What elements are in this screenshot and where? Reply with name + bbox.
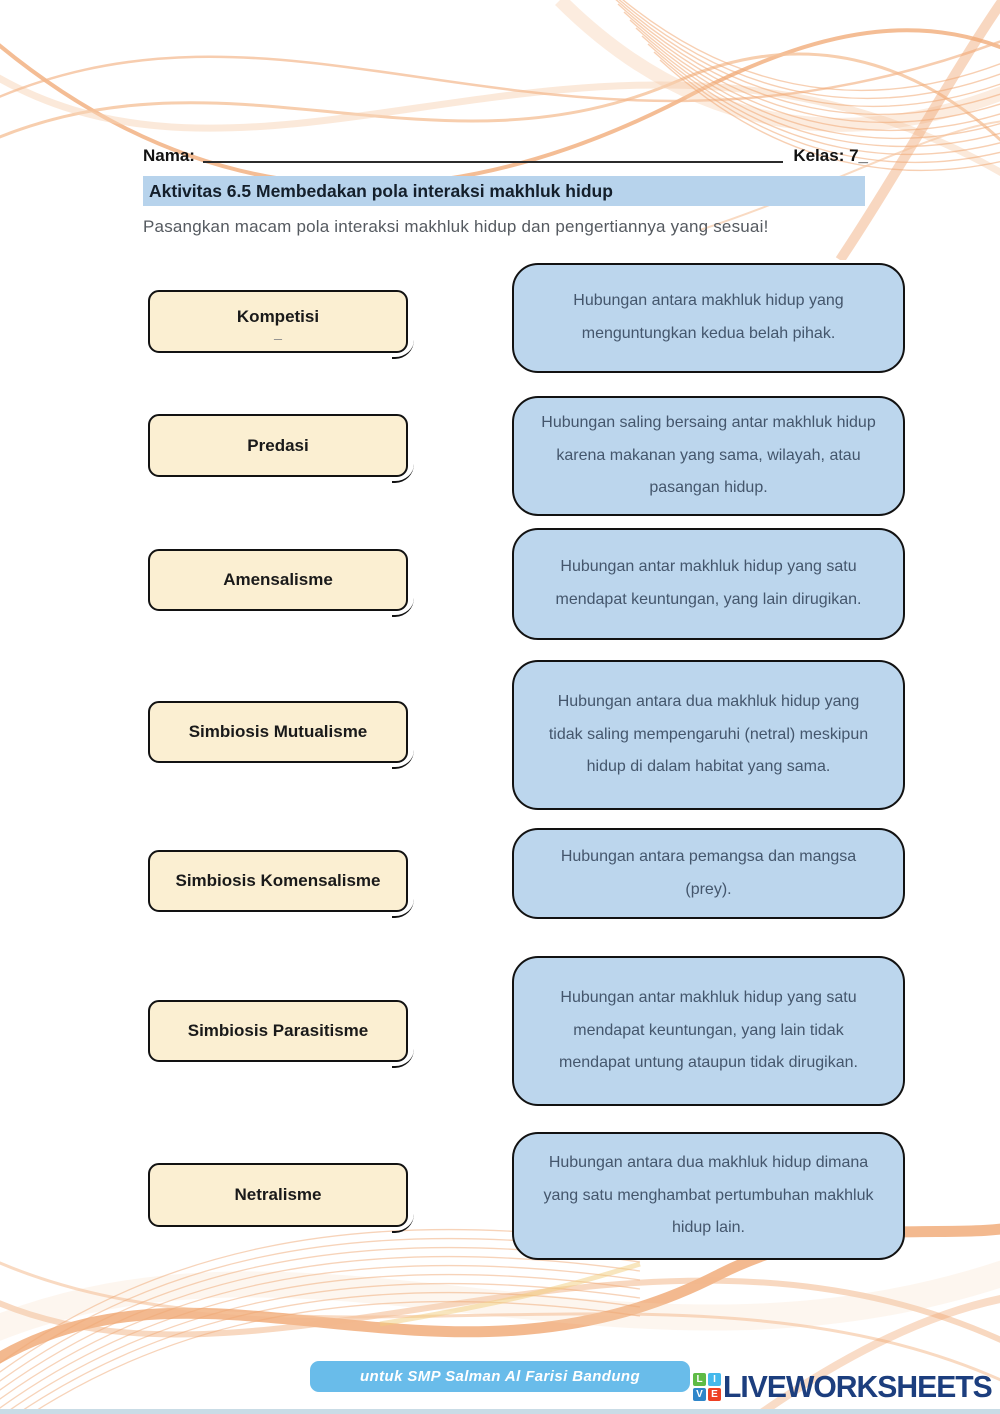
instruction-text: Pasangkan macam pola interaksi makhluk h… bbox=[143, 217, 769, 236]
term-label: Kompetisi bbox=[236, 306, 320, 326]
term-box-amensalisme[interactable]: Amensalisme bbox=[148, 549, 414, 617]
term-box-simbiosis-mutualisme[interactable]: Simbiosis Mutualisme bbox=[148, 701, 414, 769]
term-label: Predasi bbox=[247, 435, 309, 455]
term-label: Netralisme bbox=[234, 1185, 322, 1204]
definition-box-2[interactable]: Hubungan saling bersaing antar makhluk h… bbox=[512, 396, 905, 516]
term-answer-blank[interactable]: _ bbox=[274, 323, 282, 340]
logo-letter-e: E bbox=[708, 1388, 721, 1401]
class-label: Kelas: 7_ bbox=[793, 146, 868, 165]
name-blank-field[interactable] bbox=[202, 143, 784, 163]
definition-text: Hubungan antar makhluk hidup yang satu m… bbox=[559, 988, 858, 1072]
term-box-netralisme[interactable]: Netralisme bbox=[148, 1163, 414, 1233]
definition-text: Hubungan antara dua makhluk hidup dimana… bbox=[543, 1153, 874, 1237]
logo-letter-i: I bbox=[708, 1373, 721, 1386]
logo-letter-v: V bbox=[693, 1388, 706, 1401]
definition-box-6[interactable]: Hubungan antar makhluk hidup yang satu m… bbox=[512, 956, 905, 1106]
term-box-simbiosis-parasitisme[interactable]: Simbiosis Parasitisme bbox=[148, 1000, 414, 1068]
name-label: Nama: bbox=[143, 146, 195, 165]
term-label: Amensalisme bbox=[223, 570, 333, 589]
definition-box-5[interactable]: Hubungan antara pemangsa dan mangsa (pre… bbox=[512, 828, 905, 919]
activity-title-bar: Aktivitas 6.5 Membedakan pola interaksi … bbox=[143, 176, 865, 206]
definition-box-7[interactable]: Hubungan antara dua makhluk hidup dimana… bbox=[512, 1132, 905, 1260]
definition-text: Hubungan antara dua makhluk hidup yang t… bbox=[548, 692, 869, 776]
school-badge: untuk SMP Salman Al Farisi Bandung bbox=[310, 1361, 690, 1392]
term-label: Simbiosis Parasitisme bbox=[187, 1021, 369, 1040]
activity-title: Aktivitas 6.5 Membedakan pola interaksi … bbox=[149, 180, 613, 201]
definition-text: Hubungan antar makhluk hidup yang satu m… bbox=[555, 558, 862, 608]
definition-box-3[interactable]: Hubungan antar makhluk hidup yang satu m… bbox=[512, 528, 905, 640]
school-badge-text: untuk SMP Salman Al Farisi Bandung bbox=[359, 1368, 641, 1385]
definition-text: Hubungan antara makhluk hidup yang mengu… bbox=[573, 292, 844, 342]
definition-box-1[interactable]: Hubungan antara makhluk hidup yang mengu… bbox=[512, 263, 905, 373]
term-box-kompetisi[interactable]: Kompetisi _ bbox=[148, 290, 414, 359]
definition-text: Hubungan saling bersaing antar makhluk h… bbox=[541, 413, 876, 497]
definition-box-4[interactable]: Hubungan antara dua makhluk hidup yang t… bbox=[512, 660, 905, 810]
name-class-row: Nama: Kelas: 7_ bbox=[143, 143, 868, 166]
definition-text: Hubungan antara pemangsa dan mangsa (pre… bbox=[560, 847, 857, 898]
term-box-predasi[interactable]: Predasi bbox=[148, 414, 414, 483]
logo-letter-l: L bbox=[693, 1373, 706, 1386]
bottom-edge-strip bbox=[0, 1409, 1000, 1414]
liveworksheets-logo[interactable]: L I V E LIVEWORKSHEETS bbox=[693, 1369, 1000, 1405]
liveworksheets-icon: L I V E bbox=[693, 1373, 721, 1401]
term-box-simbiosis-komensalisme[interactable]: Simbiosis Komensalisme bbox=[148, 850, 414, 918]
term-label: Simbiosis Mutualisme bbox=[188, 722, 368, 741]
term-label: Simbiosis Komensalisme bbox=[175, 871, 381, 890]
liveworksheets-wordmark: LIVEWORKSHEETS bbox=[723, 1369, 993, 1404]
